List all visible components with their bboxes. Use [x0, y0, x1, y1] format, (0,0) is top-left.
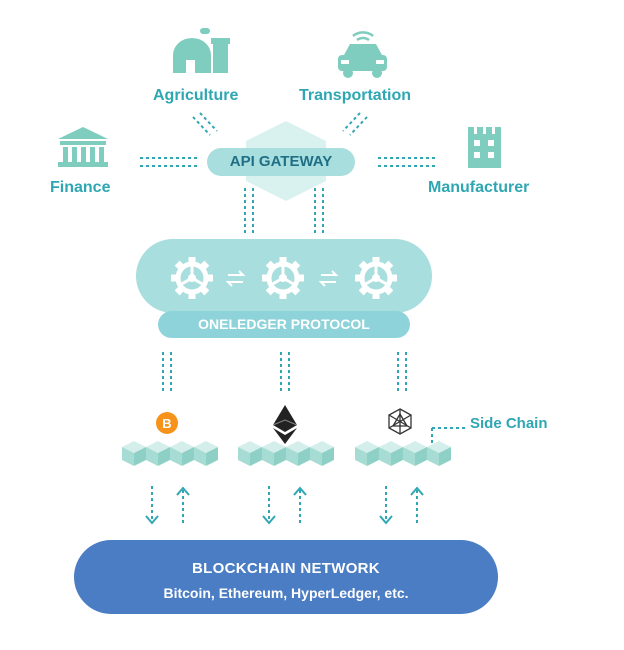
gear-spoke	[179, 278, 191, 286]
up-arrow-icon	[293, 486, 307, 496]
gear-tooth	[372, 257, 380, 265]
gear-hub	[188, 274, 196, 282]
block-cube	[379, 441, 403, 466]
gear-spoke	[190, 265, 194, 275]
protocol-pill	[158, 311, 410, 338]
bank-icon	[58, 127, 108, 167]
network-subtitle: Bitcoin, Ethereum, HyperLedger, etc.	[163, 585, 409, 601]
connector-lines	[140, 112, 468, 526]
transportation-label: Transportation	[299, 87, 412, 104]
block-cube	[310, 441, 334, 466]
up-arrow-icon	[410, 486, 424, 496]
gear-spoke	[281, 265, 285, 275]
gear-spoke	[363, 278, 375, 286]
arrowheads	[145, 486, 424, 525]
gear-icon	[262, 257, 304, 299]
block-cube	[122, 441, 146, 466]
gear-ring	[175, 261, 209, 295]
agriculture-label: Agriculture	[153, 87, 239, 104]
gear-tooth	[279, 291, 287, 299]
block-cube	[146, 441, 170, 466]
up-arrow-icon	[176, 486, 190, 496]
protocol-label: ONELEDGER PROTOCOL	[198, 316, 370, 332]
gear-ring	[359, 261, 393, 295]
gear-hub	[372, 274, 380, 282]
gear-tooth	[279, 257, 287, 265]
blockchain-network-pill	[74, 540, 498, 614]
gear-tooth	[188, 257, 196, 265]
gear-spoke	[193, 278, 205, 286]
block-cube	[238, 441, 262, 466]
block-cube	[355, 441, 379, 466]
block-cube	[286, 441, 310, 466]
gear-spoke	[284, 278, 296, 286]
gear-tooth	[188, 291, 196, 299]
gear-tooth	[372, 291, 380, 299]
gear-spoke	[374, 265, 378, 275]
swap-arrows-icon	[318, 270, 339, 287]
ethereum-icon	[272, 405, 298, 444]
finance-label: Finance	[50, 179, 111, 196]
bitcoin-symbol: B	[162, 416, 171, 431]
block-cube	[403, 441, 427, 466]
farm-icon	[173, 28, 230, 73]
down-arrow-icon	[379, 515, 393, 525]
gear-hub	[279, 274, 287, 282]
down-arrow-icon	[145, 515, 159, 525]
block-chains	[122, 441, 451, 466]
gear-icon	[355, 257, 397, 299]
bitcoin-icon: B	[156, 412, 178, 434]
block-cube	[262, 441, 286, 466]
manufacturer-label: Manufacturer	[428, 179, 530, 196]
network-title: BLOCKCHAIN NETWORK	[192, 560, 380, 577]
down-arrow-icon	[262, 515, 276, 525]
block-cube	[194, 441, 218, 466]
gear-spoke	[270, 278, 282, 286]
api-gateway-label: API GATEWAY	[229, 153, 333, 170]
gear-icon	[171, 257, 213, 299]
swap-arrows-icon	[225, 270, 246, 287]
block-cube	[427, 441, 451, 466]
gear-ring	[266, 261, 300, 295]
gear-spoke	[377, 278, 389, 286]
car-icon	[338, 31, 387, 78]
gateway-pill	[207, 148, 355, 176]
block-cube	[170, 441, 194, 466]
factory-icon	[468, 127, 501, 168]
hyperledger-icon	[388, 408, 412, 435]
side-chain-label: Side Chain	[470, 415, 548, 432]
